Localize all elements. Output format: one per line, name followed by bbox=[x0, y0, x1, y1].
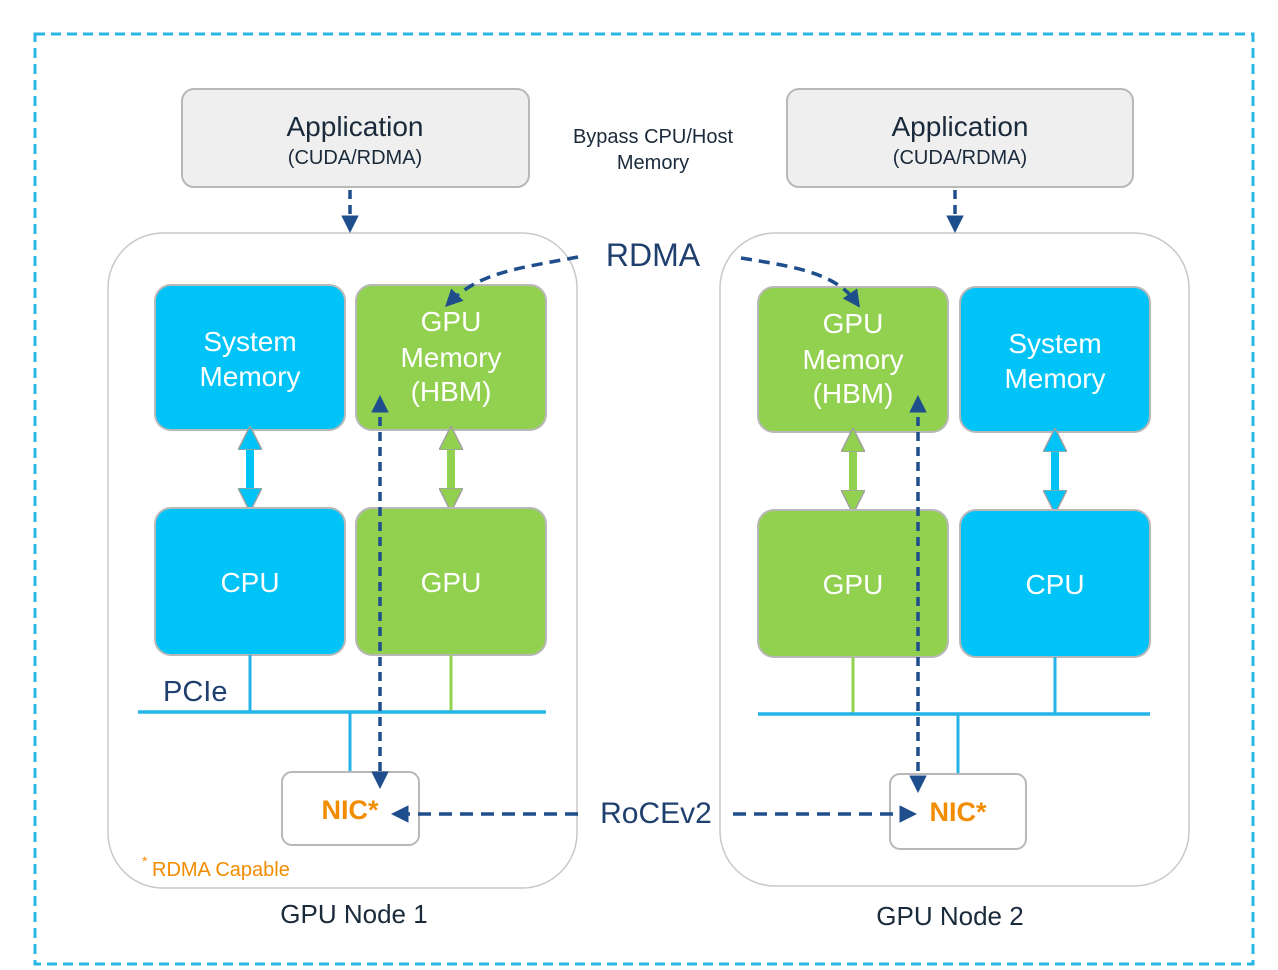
application-subtitle-1: (CUDA/RDMA) bbox=[288, 147, 422, 169]
node-2-label: GPU Node 2 bbox=[876, 901, 1023, 931]
rocev2-label: RoCEv2 bbox=[600, 797, 712, 830]
cpu-label-2: CPU bbox=[1025, 569, 1084, 600]
gpu-memory-label-1c: (HBM) bbox=[411, 376, 492, 407]
system-memory-label-2b: Memory bbox=[1004, 363, 1105, 394]
outer-frame bbox=[33, 32, 1255, 966]
system-memory-label-1a: System bbox=[203, 326, 296, 357]
nic-box-1 bbox=[281, 771, 420, 846]
system-memory-box-1 bbox=[154, 284, 346, 431]
footnote-marker: * bbox=[142, 853, 148, 869]
rdma-arrow-right bbox=[740, 256, 861, 308]
application-box-1 bbox=[181, 88, 530, 188]
cpu-label-1: CPU bbox=[220, 567, 279, 598]
bypass-label-line-2: Memory bbox=[617, 152, 689, 174]
system-memory-box-2 bbox=[959, 286, 1151, 433]
bypass-label-line-1: Bypass CPU/Host bbox=[573, 126, 733, 148]
gpu-memory-label-2c: (HBM) bbox=[813, 378, 894, 409]
gpu-memory-label-1a: GPU bbox=[421, 306, 482, 337]
gpu-memory-label-2b: Memory bbox=[802, 344, 903, 375]
nic-label-2: NIC* bbox=[929, 797, 986, 827]
gpu-memory-label-1b: Memory bbox=[400, 342, 501, 373]
gpu-memory-label-2a: GPU bbox=[823, 308, 884, 339]
system-memory-label-1b: Memory bbox=[199, 361, 300, 392]
gpu-node-2: Application (CUDA/RDMA) GPU Memory (HBM)… bbox=[719, 88, 1190, 931]
application-title-2: Application bbox=[892, 111, 1029, 142]
application-box-2 bbox=[786, 88, 1134, 188]
system-memory-label-2a: System bbox=[1008, 328, 1101, 359]
node-1-label: GPU Node 1 bbox=[280, 899, 427, 929]
gpu-node-1: Application (CUDA/RDMA) System Memory GP… bbox=[107, 88, 578, 929]
pcie-label: PCIe bbox=[163, 676, 227, 708]
footnote-text: RDMA Capable bbox=[152, 859, 290, 881]
application-subtitle-2: (CUDA/RDMA) bbox=[893, 147, 1027, 169]
nic-label-1: NIC* bbox=[321, 795, 378, 825]
gpu-label-2: GPU bbox=[823, 569, 884, 600]
application-title-1: Application bbox=[287, 111, 424, 142]
gpu-label-1: GPU bbox=[421, 567, 482, 598]
rdma-label: RDMA bbox=[606, 237, 701, 273]
rdma-arrow-left bbox=[445, 255, 579, 307]
